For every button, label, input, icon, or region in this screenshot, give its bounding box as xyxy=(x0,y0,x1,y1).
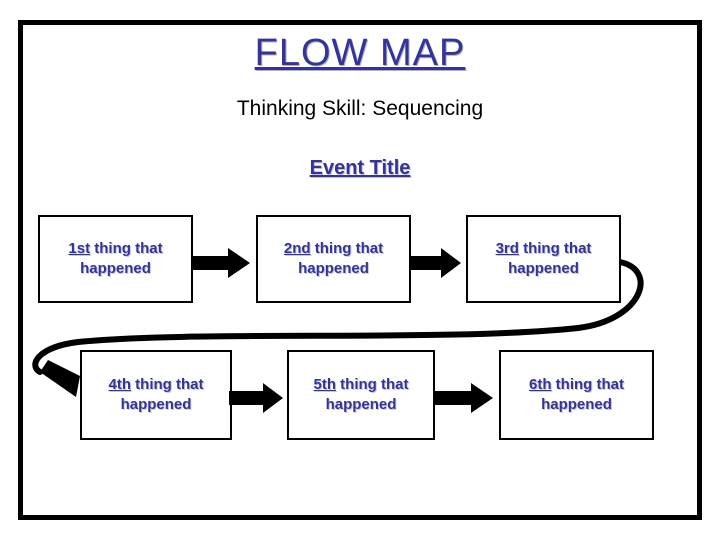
arrow-right-icon-1 xyxy=(192,248,250,278)
flow-step-box-5[interactable]: 5th thing that happened xyxy=(287,350,435,440)
arrow-right-icon-2 xyxy=(409,248,461,278)
flow-step-ordinal-5: 5th xyxy=(313,375,337,393)
flow-step-ordinal-6: 6th xyxy=(529,375,552,393)
flow-step-text-4: thing that happened xyxy=(120,375,204,413)
arrow-right-icon-4 xyxy=(433,383,493,413)
flow-step-text-2: thing that happened xyxy=(298,239,384,277)
flow-step-ordinal-3: 3rd xyxy=(495,239,519,257)
flow-step-text-6: thing that happened xyxy=(541,375,624,413)
flow-step-text-1: thing that happened xyxy=(80,239,163,277)
flow-step-text-5: thing that happened xyxy=(325,375,409,413)
page-subtitle: Thinking Skill: Sequencing xyxy=(236,97,484,120)
flow-step-ordinal-1: 1st xyxy=(68,239,91,257)
flow-step-box-4[interactable]: 4th thing that happened xyxy=(80,350,232,440)
arrow-right-icon-3 xyxy=(229,383,283,413)
flow-step-box-6[interactable]: 6th thing that happened xyxy=(499,350,654,440)
page-title: FLOW MAP xyxy=(254,32,466,74)
flow-step-box-2[interactable]: 2nd thing that happened xyxy=(256,215,411,303)
flow-step-text-3: thing that happened xyxy=(508,239,592,277)
flow-step-ordinal-4: 4th xyxy=(108,375,132,393)
flow-step-box-3[interactable]: 3rd thing that happened xyxy=(466,215,621,303)
event-title-heading: Event Title xyxy=(309,157,411,179)
flow-step-box-1[interactable]: 1st thing that happened xyxy=(38,215,193,303)
flow-step-ordinal-2: 2nd xyxy=(283,239,311,257)
